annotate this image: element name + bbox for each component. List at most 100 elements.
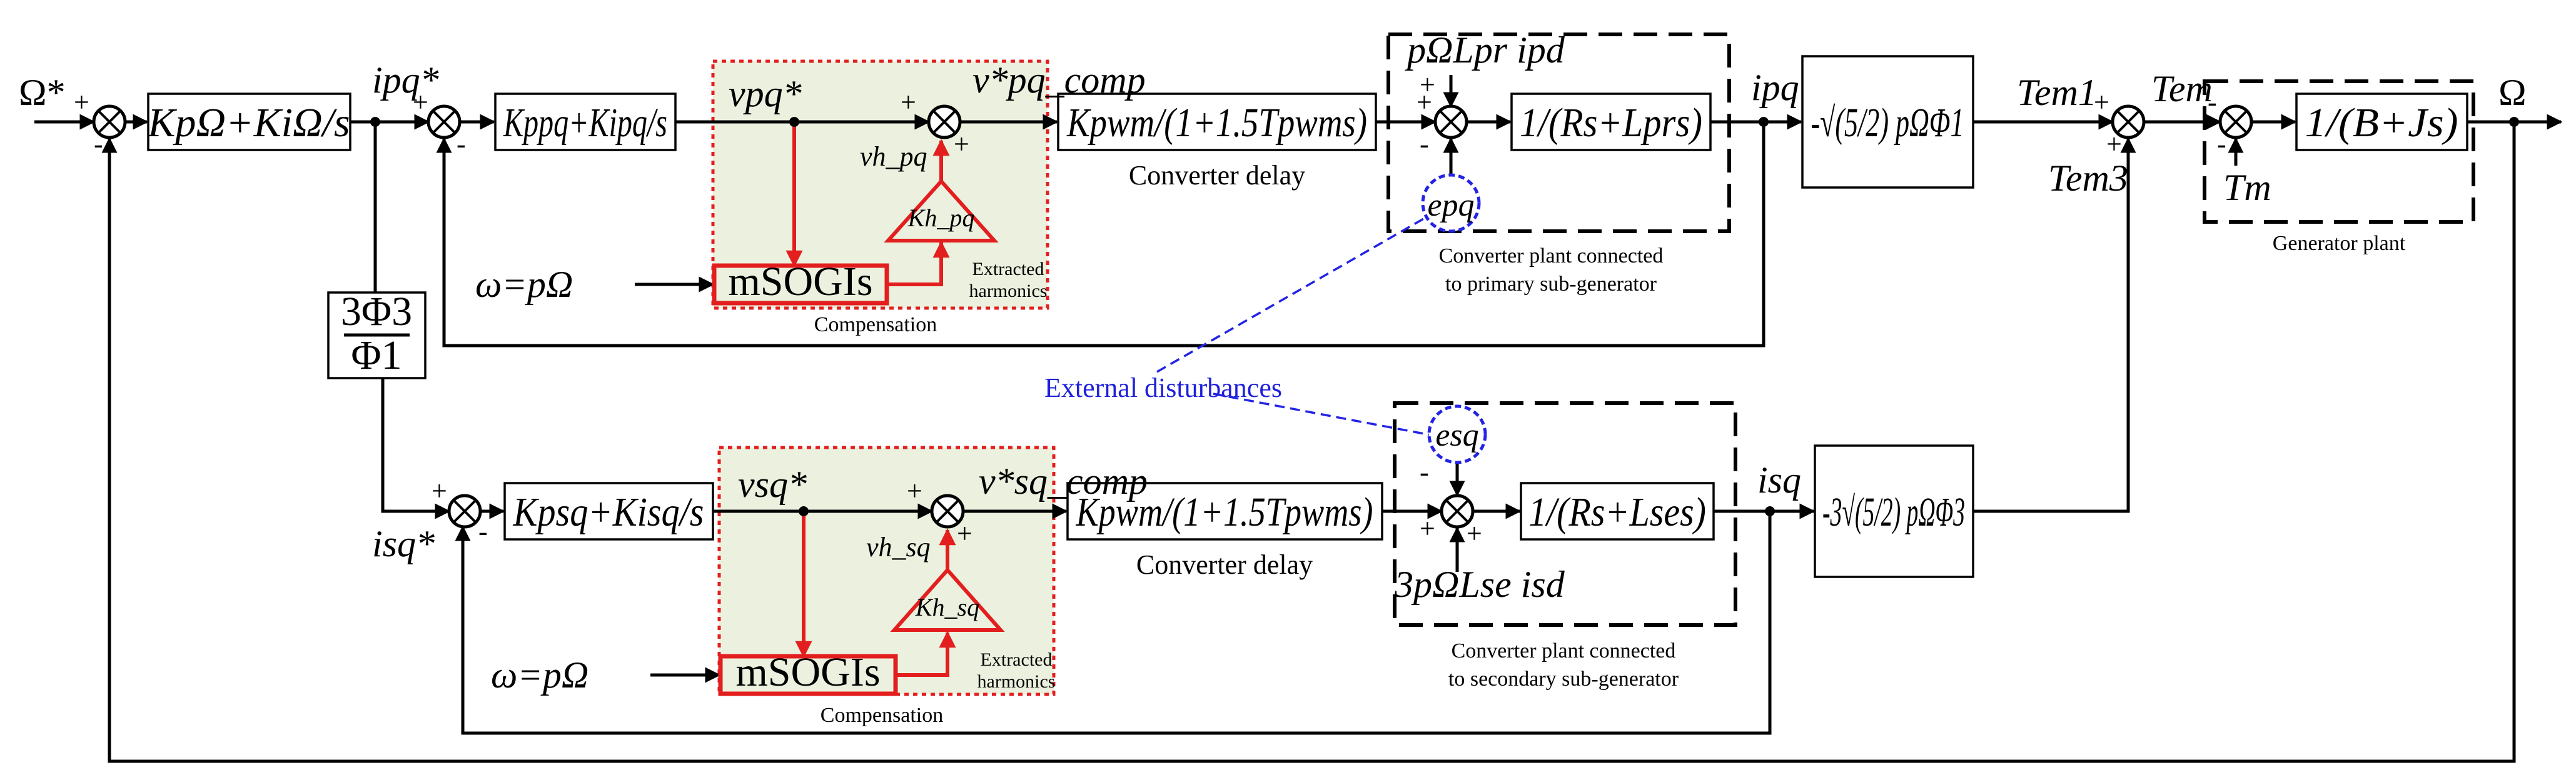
sum-generator: [2218, 104, 2253, 139]
ratio-denominator: Φ1: [351, 332, 402, 378]
plant-secondary-caption-2: to secondary sub-generator: [1448, 668, 1679, 691]
sum-ipq: [427, 104, 462, 139]
tem-label: Tem: [2151, 68, 2213, 109]
gain-block-primary: [1801, 55, 1974, 189]
plant-label-primary: 1/(Rs+Lprs): [1520, 100, 1702, 146]
speed-out-label: Ω: [2498, 72, 2527, 113]
external-disturbances-caption: External disturbances: [1044, 372, 1282, 403]
plant-primary-caption-1: Converter plant connected: [1439, 244, 1664, 268]
svg-text:+: +: [432, 476, 447, 506]
compensation-caption-primary: Compensation: [814, 313, 937, 336]
vh-sq-label: vh_sq: [866, 532, 931, 562]
svg-text:-: -: [1420, 457, 1429, 488]
vh-pq-label: vh_pq: [860, 141, 927, 172]
svg-text:+: +: [1420, 69, 1435, 100]
converter-label-secondary: Kpwm/(1+1.5Tpwms): [1076, 489, 1373, 535]
sum-plant-primary: [1433, 104, 1468, 139]
extracted-caption-secondary-2: harmonics: [977, 671, 1056, 692]
svg-text:-: -: [2217, 129, 2226, 159]
svg-text:+: +: [1417, 87, 1432, 118]
msogi-block-secondary: [718, 654, 898, 696]
sum-isq: [447, 494, 482, 529]
sum-speed: [92, 104, 127, 139]
converter-plant-primary-box: [1386, 32, 1731, 233]
extracted-caption-primary-1: Extracted: [972, 259, 1044, 279]
compensation-region-secondary: [717, 446, 1056, 696]
sum-comp-secondary: [930, 494, 965, 529]
speed-ref-label: Ω*: [19, 72, 66, 113]
compensation-caption-secondary: Compensation: [821, 704, 943, 727]
msogi-label-primary: mSOGIs: [728, 259, 872, 304]
plant-secondary-caption-1: Converter plant connected: [1452, 639, 1676, 662]
svg-text:+: +: [74, 87, 89, 118]
tem1-label: Tem1: [2017, 72, 2097, 113]
converter-block-secondary: [1066, 482, 1383, 541]
speed-pi-block: [147, 92, 351, 151]
ipq-ref-label: ipq*: [372, 59, 439, 101]
converter-delay-caption-primary: Converter delay: [1129, 160, 1305, 191]
svg-text:+: +: [2106, 129, 2122, 159]
vpq-comp-label: v*pq_comp: [972, 59, 1146, 101]
gain-block-secondary: [1814, 444, 1974, 578]
converter-label-primary: Kpwm/(1+1.5Tpwms): [1066, 100, 1367, 146]
svg-text:+: +: [1467, 518, 1482, 549]
ratio-numerator: 3Φ3: [341, 289, 412, 334]
kh-sq-label: Kh_sq: [915, 593, 979, 621]
vsq-ref-label: vsq*: [738, 464, 807, 505]
generator-block: [2295, 92, 2468, 151]
epq-label: epq: [1427, 188, 1474, 223]
isq-ref-label: isq*: [372, 523, 435, 564]
svg-text:-: -: [2208, 87, 2217, 118]
sign-marks: +- +- ++ ++- ++ -- +- ++ -++: [74, 69, 2226, 549]
generator-plant-caption: Generator plant: [2273, 232, 2406, 255]
svg-text:+: +: [954, 129, 969, 159]
plant-primary-caption-2: to primary sub-generator: [1445, 272, 1657, 296]
extracted-caption-secondary-1: Extracted: [981, 649, 1053, 670]
msogi-block-primary: [712, 263, 889, 306]
svg-text:-: -: [94, 129, 103, 159]
isq-pi-label: Kpsq+Kisq/s: [513, 489, 704, 535]
isq-label: isq: [1757, 459, 1801, 501]
kh-pq-label: Kh_pq: [907, 204, 975, 232]
esq-disturbance: [1427, 404, 1487, 464]
gain-label-primary: -√(5/2) pΩΦ1: [1811, 100, 1964, 146]
coupling-primary-label: pΩLpr ipd: [1405, 29, 1565, 71]
ipq-pi-label: Kppq+Kipq/s: [503, 100, 667, 146]
msogi-label-secondary: mSOGIs: [735, 649, 880, 695]
sum-torque: [2111, 104, 2146, 139]
generator-plant-box: [2203, 79, 2475, 224]
coupling-secondary-label: 3pΩLse isd: [1394, 564, 1565, 605]
svg-text:+: +: [2094, 87, 2109, 118]
svg-text:-: -: [1420, 129, 1429, 159]
svg-text:+: +: [957, 518, 972, 549]
generator-label: 1/(B+Js): [2305, 100, 2458, 146]
plant-block-primary: [1510, 92, 1712, 151]
sum-comp-primary: [927, 104, 962, 139]
speed-pi-label: KpΩ+KiΩ/s: [147, 100, 350, 146]
tm-label: Tm: [2223, 167, 2271, 208]
svg-text:+: +: [901, 87, 916, 118]
omega-eq-primary: ω=pΩ: [475, 264, 573, 305]
epq-disturbance: [1421, 173, 1481, 233]
extracted-caption-primary-2: harmonics: [969, 281, 1048, 301]
omega-eq-secondary: ω=pΩ: [491, 654, 588, 696]
kh-sq-gain: [890, 567, 1005, 632]
svg-text:-: -: [457, 129, 466, 159]
plant-label-secondary: 1/(Rs+Lses): [1528, 489, 1706, 535]
svg-text:-: -: [478, 516, 488, 547]
svg-text:+: +: [1420, 513, 1435, 544]
esq-label: esq: [1435, 418, 1478, 453]
sum-plant-secondary: [1440, 494, 1475, 529]
converter-delay-caption-secondary: Converter delay: [1136, 549, 1313, 580]
tem3-label: Tem3: [2048, 158, 2128, 199]
kh-pq-gain: [884, 178, 999, 242]
isq-pi-block: [503, 482, 714, 541]
svg-text:+: +: [413, 87, 428, 118]
vpq-ref-label: vpq*: [729, 73, 802, 114]
svg-text:+: +: [907, 476, 922, 506]
gain-label-secondary: -3√(5/2) pΩΦ3: [1822, 489, 1965, 535]
ipq-pi-block: [494, 92, 677, 151]
vsq-comp-label: v*sq_comp: [979, 461, 1148, 502]
ipq-label: ipq: [1751, 67, 1799, 108]
